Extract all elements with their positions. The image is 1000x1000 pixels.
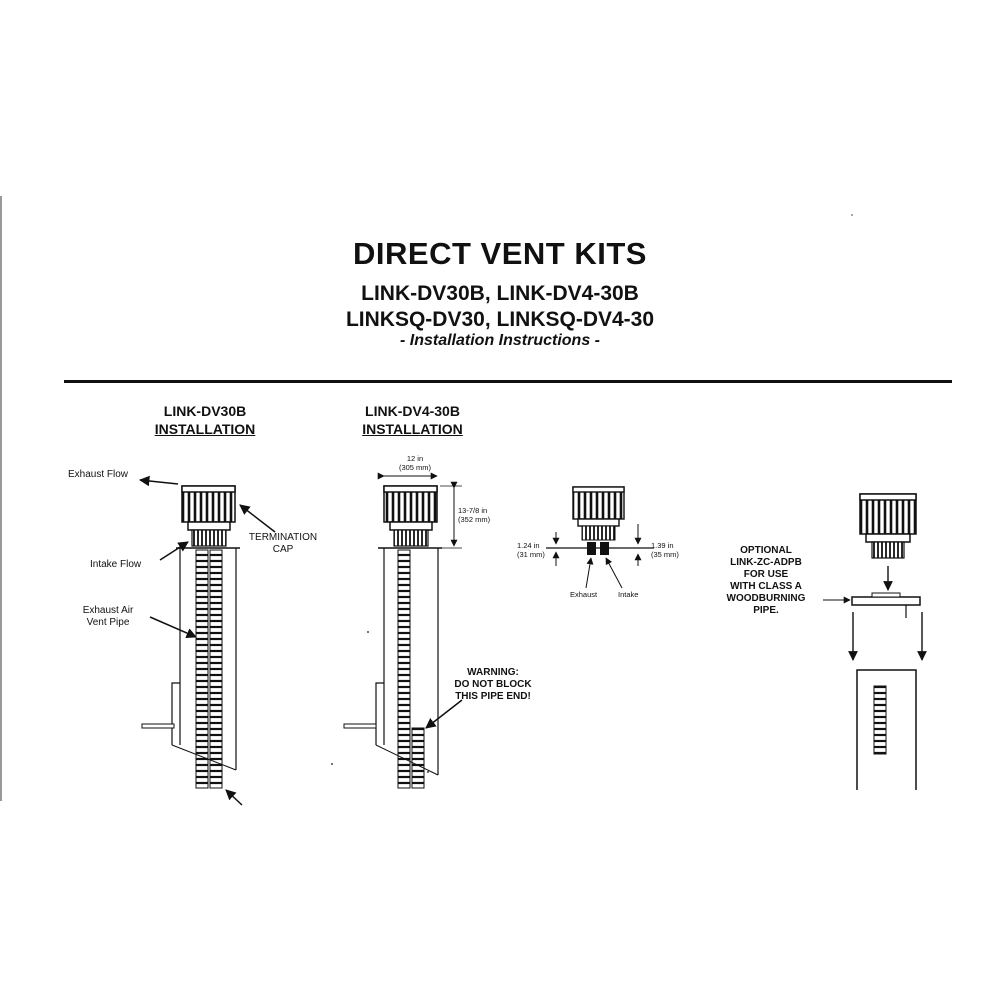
- model-list-line-1: LINK-DV30B, LINK-DV4-30B: [361, 282, 639, 305]
- class-a-chimney: [856, 669, 917, 790]
- panel2-heading: LINK-DV4-30B INSTALLATION: [340, 402, 485, 438]
- warning-line-2: DO NOT BLOCK: [454, 679, 532, 690]
- note-line-5: WOODBURNING: [726, 593, 806, 604]
- note-line-2: LINK-ZC-ADPB: [730, 557, 802, 568]
- note-line-6: PIPE.: [753, 605, 779, 616]
- width-in: 12 in: [406, 454, 424, 463]
- note-line-1: OPTIONAL: [740, 545, 792, 556]
- intake-port-label: Intake: [618, 590, 639, 599]
- exhaust-port: [587, 542, 596, 555]
- termination-cap-label-line1: TERMINATION: [248, 532, 318, 543]
- height-dimension-label: 13-7/8 in (352 mm): [458, 506, 490, 524]
- header-divider: [64, 380, 952, 383]
- exhaust-pipe-arrow: [149, 616, 197, 639]
- document-subtitle: - Installation Instructions -: [399, 332, 600, 349]
- chimney-liner: [873, 685, 887, 755]
- warning-note: WARNING: DO NOT BLOCK THIS PIPE END!: [448, 667, 538, 703]
- right-offset-mm: (35 mm): [651, 550, 679, 559]
- termination-cap-label-line2: CAP: [272, 544, 294, 555]
- bottom-arrow: [225, 789, 243, 806]
- panel2-drawing: [343, 472, 463, 789]
- exhaust-pipe-label-line2: Vent Pipe: [86, 617, 130, 628]
- exhaust-flex-liner: [209, 549, 223, 789]
- exhaust-port-label: Exhaust: [570, 590, 598, 599]
- intake-flex-liner: [195, 549, 209, 789]
- right-offset-in: 1.39 in: [651, 541, 674, 550]
- exhaust-flow-label: Exhaust Flow: [68, 469, 129, 480]
- model-list-line-2: LINKSQ-DV30, LINKSQ-DV4-30: [345, 308, 655, 331]
- warning-line-1: WARNING:: [467, 667, 519, 678]
- panel4-drawing: [823, 493, 927, 790]
- optional-adapter-note: OPTIONAL LINK-ZC-ADPB FOR USE WITH CLASS…: [716, 545, 816, 617]
- termination-cap-arrow: [239, 504, 276, 533]
- adapter-plate: [851, 596, 921, 606]
- panel1-heading-sub: INSTALLATION: [154, 421, 256, 437]
- termination-cap-label: TERMINATION CAP: [248, 532, 318, 556]
- page-edge-line: [0, 196, 2, 801]
- intake-flex-liner-2: [397, 549, 411, 789]
- panel3-drawing: [546, 486, 654, 589]
- width-dimension-label: 12 in (305 mm): [385, 454, 445, 472]
- panel1-drawing: [138, 475, 276, 806]
- panel2-heading-model: LINK-DV4-30B: [365, 403, 460, 419]
- warning-arrow: [425, 699, 463, 729]
- right-offset-label: 1.39 in (35 mm): [651, 541, 679, 559]
- intake-port: [600, 542, 609, 555]
- height-in: 13-7/8 in: [458, 506, 488, 515]
- note-line-4: WITH CLASS A: [730, 581, 802, 592]
- left-offset-label: 1.24 in (31 mm): [517, 541, 545, 559]
- left-offset-in: 1.24 in: [517, 541, 540, 550]
- height-mm: (352 mm): [458, 515, 491, 524]
- exhaust-pipe-label-line1: Exhaust Air: [82, 605, 134, 616]
- left-offset-mm: (31 mm): [517, 550, 545, 559]
- exhaust-flow-arrow: [138, 475, 179, 487]
- warning-line-3: THIS PIPE END!: [455, 691, 531, 702]
- scan-specks: [331, 214, 853, 773]
- intake-flow-label: Intake Flow: [90, 559, 142, 570]
- panel1-heading: LINK-DV30B INSTALLATION: [135, 402, 275, 438]
- width-mm: (305 mm): [398, 463, 432, 472]
- exhaust-flex-liner-stub: [411, 727, 425, 789]
- document-title: DIRECT VENT KITS: [353, 236, 647, 271]
- exhaust-pipe-label: Exhaust Air Vent Pipe: [76, 605, 140, 629]
- panel1-heading-model: LINK-DV30B: [163, 403, 247, 419]
- panel2-heading-sub: INSTALLATION: [362, 421, 463, 437]
- note-line-3: FOR USE: [743, 569, 789, 580]
- intake-flow-arrow: [159, 541, 189, 561]
